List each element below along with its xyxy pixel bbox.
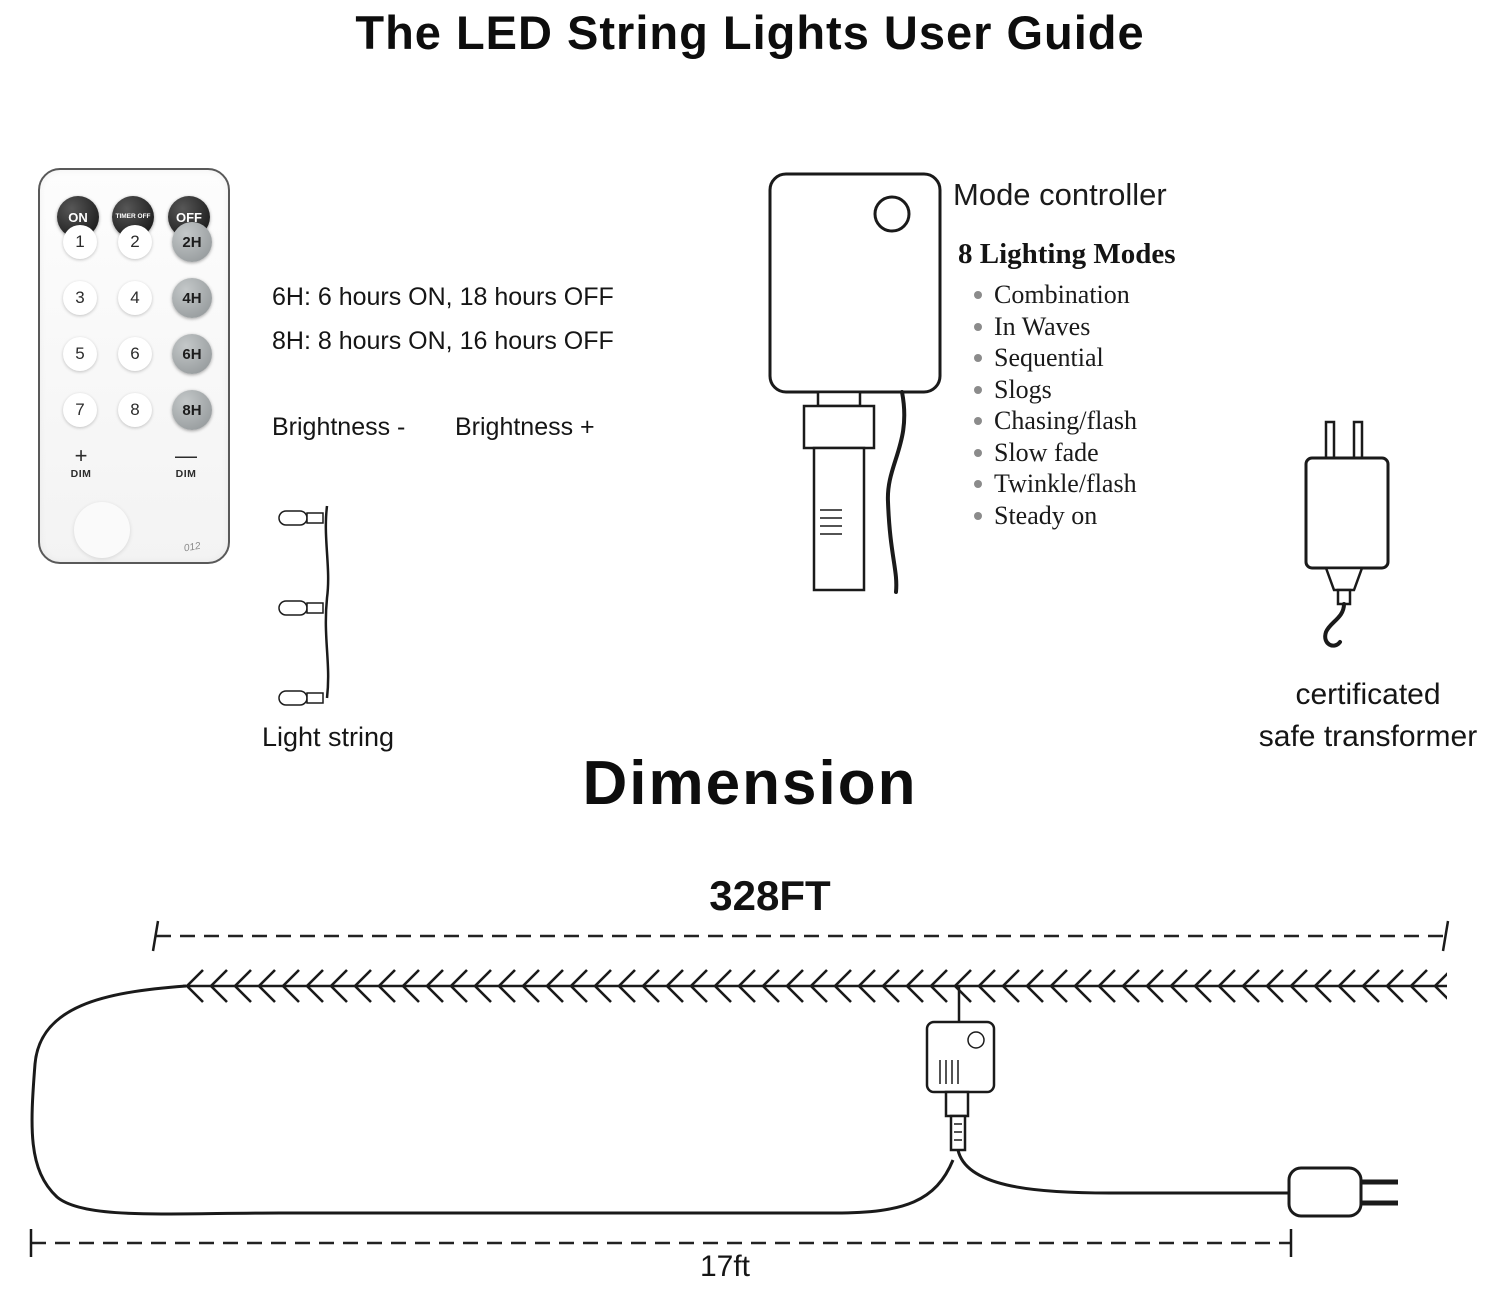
mode-label: Slow fade <box>994 437 1099 467</box>
plug-prong-icon <box>1352 420 1364 460</box>
bullet-icon <box>974 385 982 394</box>
bullet-icon <box>974 511 982 520</box>
transformer-label-line1: certificated <box>1295 678 1441 711</box>
lighting-modes-title: 8 Lighting Modes <box>958 238 1176 270</box>
remote-dim-minus: — DIM <box>168 443 204 481</box>
remote-dim-plus: + DIM <box>63 443 99 481</box>
remote-button-6: 6 <box>118 337 152 371</box>
transformer-drawing <box>1304 420 1390 648</box>
mode-item: Twinkle/flash <box>974 469 1137 501</box>
plug-prong-icon <box>1324 420 1336 460</box>
remote-button-8h: 8H <box>172 390 212 430</box>
dim-plus-sign: + <box>74 443 88 468</box>
remote-button-3: 3 <box>63 281 97 315</box>
remote-button-2h: 2H <box>172 222 212 262</box>
timer-notes: 6H: 6 hours ON, 18 hours OFF 8H: 8 hours… <box>272 283 614 371</box>
lighting-modes-list: Combination In Waves Sequential Slogs Ch… <box>974 280 1137 532</box>
remote-button-6h: 6H <box>172 334 212 374</box>
string-light-line <box>30 966 1447 1216</box>
mode-label: Chasing/flash <box>994 406 1137 435</box>
dimension-heading: Dimension <box>582 749 918 818</box>
page-title: The LED String Lights User Guide <box>355 6 1145 59</box>
light-string-label: Light string <box>262 722 395 752</box>
bullet-icon <box>974 417 982 425</box>
mode-label: Steady on <box>994 500 1098 530</box>
dim-minus-sign: — <box>175 443 197 468</box>
remote-button-4: 4 <box>118 281 152 315</box>
dim-plus-label: DIM <box>70 468 92 480</box>
light-string-drawing <box>278 505 330 706</box>
remote-button-8: 8 <box>118 393 152 427</box>
power-plug-drawing <box>956 1149 1398 1218</box>
mode-item: Sequential <box>974 343 1137 375</box>
bullet-icon <box>974 480 982 488</box>
bulb <box>278 690 324 706</box>
mode-item: Slogs <box>974 375 1137 407</box>
brightness-minus-label: Brightness - <box>272 413 406 441</box>
mode-item: In Waves <box>974 312 1137 344</box>
measure-line-328ft <box>151 920 1450 952</box>
controller-button-icon <box>873 195 911 233</box>
bullet-icon <box>974 354 982 362</box>
remote-bottom-button <box>74 502 130 558</box>
bulb <box>278 600 324 616</box>
dim-minus-label: DIM <box>175 468 197 480</box>
mode-item: Slow fade <box>974 438 1137 470</box>
remote-button-7: 7 <box>63 393 97 427</box>
transformer-label-line2: safe transformer <box>1258 720 1478 753</box>
mode-label: In Waves <box>994 311 1091 341</box>
bullet-icon <box>974 448 982 457</box>
remote-control-illustration: ON TIMER OFF OFF 1 2 2H 3 4 4H 5 6 6H 7 … <box>38 168 230 564</box>
bullet-icon <box>974 291 982 299</box>
bullet-icon <box>974 322 982 331</box>
remote-button-5: 5 <box>63 337 97 371</box>
mode-label: Slogs <box>994 374 1052 404</box>
mode-item: Combination <box>974 280 1137 312</box>
mode-label: Combination <box>994 280 1130 309</box>
timer-note-6h: 6H: 6 hours ON, 18 hours OFF <box>272 283 614 311</box>
transformer-label: certificated safe transformer <box>1235 674 1500 758</box>
remote-button-2: 2 <box>118 225 152 259</box>
mode-controller-drawing <box>768 172 942 594</box>
mode-item: Steady on <box>974 501 1137 533</box>
mode-label: Twinkle/flash <box>994 469 1137 498</box>
mode-item: Chasing/flash <box>974 406 1137 438</box>
remote-button-1: 1 <box>63 225 97 259</box>
mode-controller-label: Mode controller <box>953 177 1167 212</box>
lead-length-label: 17ft <box>699 1250 751 1283</box>
brightness-plus-label: Brightness + <box>455 413 595 441</box>
timer-note-8h: 8H: 8 hours ON, 16 hours OFF <box>272 327 614 355</box>
remote-button-4h: 4H <box>172 278 212 318</box>
mode-label: Sequential <box>994 343 1104 372</box>
remote-model-code: 012 <box>183 540 202 555</box>
string-length-label: 328FT <box>709 872 831 919</box>
controller-box-drawing <box>925 987 996 1152</box>
bulb <box>278 510 324 526</box>
